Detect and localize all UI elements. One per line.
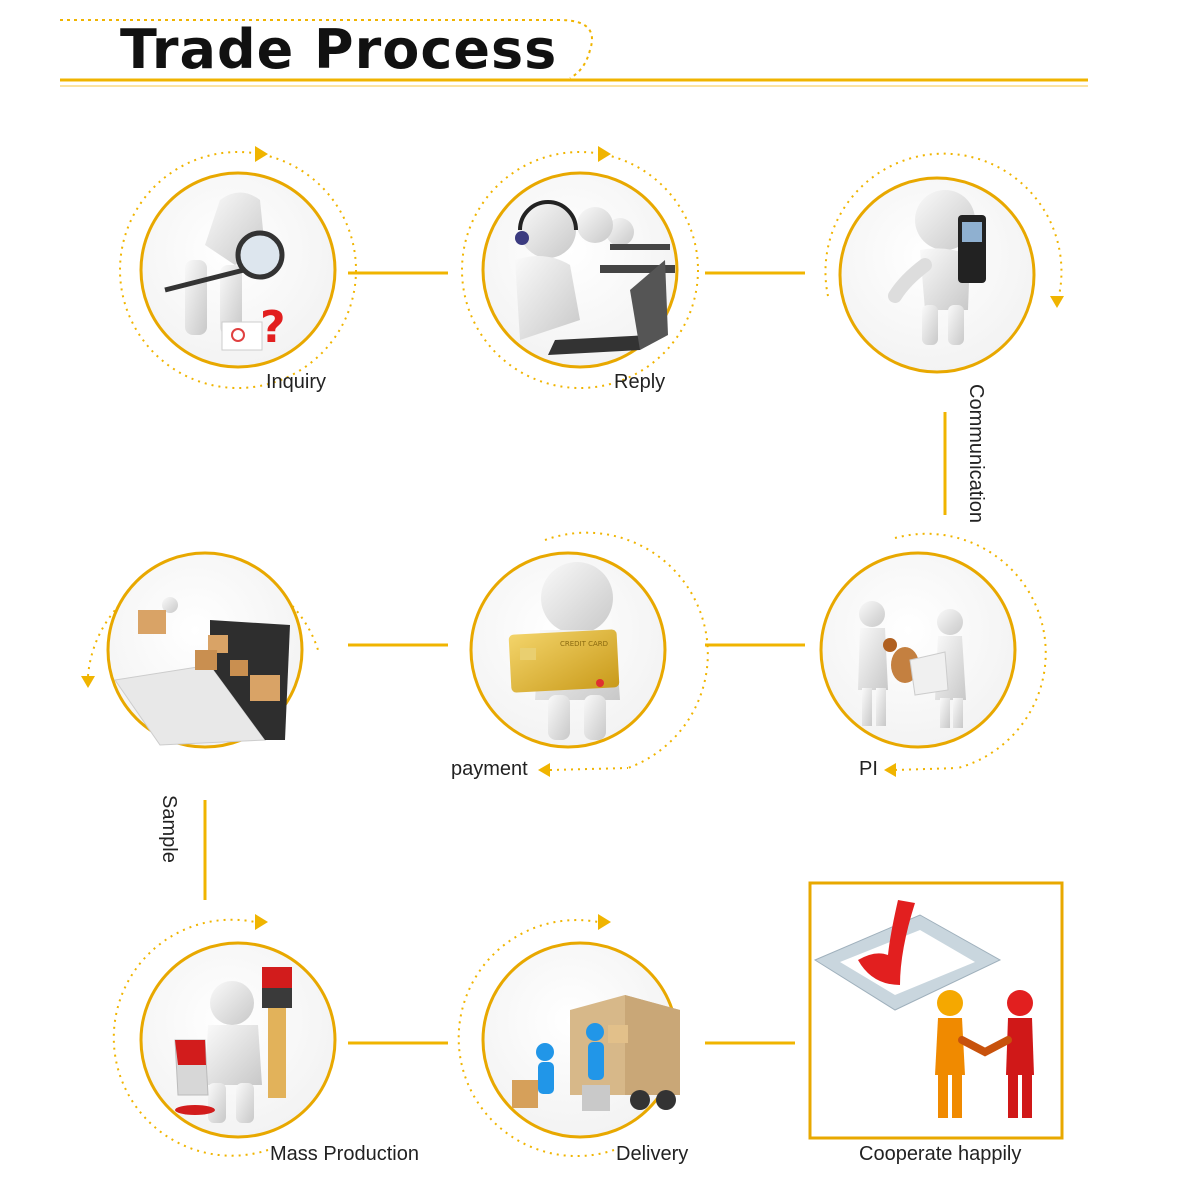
title-banner xyxy=(60,19,1088,87)
step-label: Cooperate happily xyxy=(859,1143,1021,1165)
step-label: Sample xyxy=(158,795,180,863)
step-communication: Communication xyxy=(824,152,1064,523)
step-reply: Reply xyxy=(461,146,699,393)
laptop-packages-icon xyxy=(114,597,290,746)
step-label: payment xyxy=(451,758,528,780)
stamp-contract-icon xyxy=(858,601,966,728)
paint-brush-icon xyxy=(174,967,292,1123)
step-mass-production: Mass Production xyxy=(112,914,419,1165)
step-label: Communication xyxy=(965,384,987,523)
step-inquiry: ? Inquiry xyxy=(119,146,357,393)
step-payment: CREDIT CARD payment xyxy=(451,531,709,780)
step-pi: PI xyxy=(819,532,1047,780)
delivery-truck-icon xyxy=(512,995,680,1111)
step-label: Delivery xyxy=(616,1143,688,1165)
phone-call-icon xyxy=(888,190,986,345)
step-label: Inquiry xyxy=(266,371,326,393)
step-cooperate: Cooperate happily xyxy=(808,881,1064,1165)
step-label: PI xyxy=(859,758,878,780)
step-delivery: Delivery xyxy=(457,914,688,1165)
page-title: Trade Process xyxy=(120,18,558,81)
step-label: Mass Production xyxy=(270,1143,419,1165)
connectors xyxy=(203,271,947,1045)
step-sample: Sample xyxy=(81,551,319,863)
credit-card-icon: CREDIT CARD xyxy=(508,562,620,740)
card-text: CREDIT CARD xyxy=(560,640,608,648)
svg-text:?: ? xyxy=(260,302,286,353)
magnifier-inquiry-icon: ? xyxy=(164,192,286,353)
step-label: Reply xyxy=(614,371,665,393)
headset-operators-icon xyxy=(515,200,675,355)
handshake-checkmark-icon xyxy=(813,900,1034,1118)
